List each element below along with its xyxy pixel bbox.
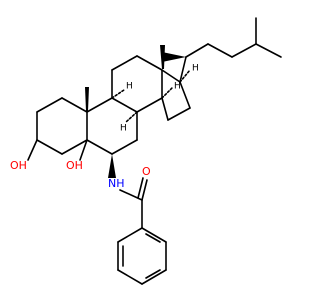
molecule-structure: H H H H OH OH NH O [10, 17, 282, 285]
stereo-h-c17: H [192, 64, 199, 74]
bond-c5-o [79, 139, 88, 161]
atom-o-3: OH [10, 159, 27, 172]
stereo-h-c8: H [120, 124, 127, 134]
bond-co-o-double [137, 177, 144, 199]
stereo-h-c9: H [126, 82, 133, 92]
ring-d [161, 69, 191, 121]
bond-co-o [141, 179, 148, 201]
ring-a [36, 97, 88, 155]
bond-c3-o [27, 139, 38, 161]
side-chain [179, 17, 282, 83]
ring-b [86, 97, 138, 155]
atom-n: NH [108, 177, 125, 190]
methyl-wedge-c20 [162, 52, 186, 62]
molecule-canvas: H H H H OH OH NH O [10, 17, 282, 285]
atom-o-5: OH [66, 159, 83, 172]
wedge-c6-n [108, 154, 116, 178]
stereo-h-c14: H [174, 82, 181, 92]
methyl-wedge-c10 [85, 87, 89, 111]
atom-o-carbonyl: O [142, 165, 151, 178]
phenyl-ring [117, 199, 167, 285]
stereo-hashes [111, 69, 191, 123]
ring-c [111, 55, 163, 113]
